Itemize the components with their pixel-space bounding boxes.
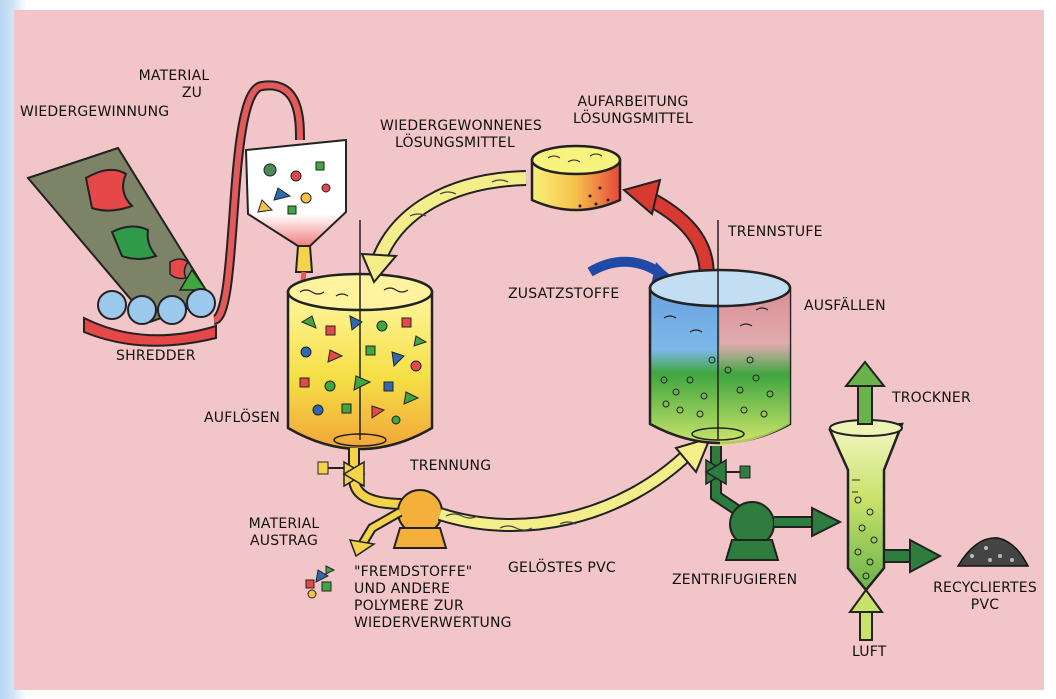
precipitation-tank [650, 220, 790, 446]
label-line: RECYCLIERTES [930, 580, 1040, 597]
label-line: POLYMERE ZUR [354, 598, 512, 615]
label-fremdstoffe: "FREMDSTOFFE" UND ANDERE POLYMERE ZUR WI… [354, 564, 512, 632]
label-shredder: SHREDDER [116, 348, 196, 365]
fremdstoffe-pieces [306, 566, 334, 598]
label-line: WIEDERGEWONNENES [380, 118, 530, 135]
label-zentrifugieren: ZENTRIFUGIEREN [672, 572, 797, 589]
label-aufarbeitung-loesungsmittel: AUFARBEITUNG LÖSUNGSMITTEL [568, 94, 698, 128]
label-wiedergewinnung: WIEDERGEWINNUNG [20, 104, 169, 121]
centrifuge [706, 446, 840, 560]
label-trockner: TROCKNER [892, 390, 971, 407]
label-zusatzstoffe: ZUSATZSTOFFE [508, 286, 619, 303]
label-line: ZU [150, 85, 234, 102]
label-line: WIEDERVERWERTUNG [354, 615, 512, 632]
label-wiedergewonnenes-loesungsmittel: WIEDERGEWONNENES LÖSUNGSMITTEL [380, 118, 530, 152]
label-ausfaellen: AUSFÄLLEN [804, 298, 886, 315]
label-trennung: TRENNUNG [410, 458, 491, 475]
label-trennstufe: TRENNSTUFE [728, 224, 823, 241]
solvent-processing-drum [532, 146, 620, 210]
label-line: LÖSUNGSMITTEL [380, 135, 530, 152]
label-line: AUFARBEITUNG [568, 94, 698, 111]
label-material-austrag: MATERIAL AUSTRAG [244, 516, 324, 550]
recycled-pvc-pile [958, 538, 1028, 566]
label-line: "FREMDSTOFFE" [354, 564, 512, 581]
label-material-zu-wiedergewinnung: MATERIAL ZU [114, 68, 234, 102]
hopper [246, 140, 346, 272]
label-line: UND ANDERE [354, 581, 512, 598]
label-aufloesen: AUFLÖSEN [204, 410, 280, 427]
label-line: LÖSUNGSMITTEL [568, 111, 698, 128]
drain-valve [318, 448, 404, 504]
label-recycliertes-pvc: RECYCLIERTES PVC [930, 580, 1040, 614]
label-luft: LUFT [852, 644, 887, 661]
shredder-machine [28, 148, 216, 346]
label-line: MATERIAL [244, 516, 324, 533]
label-line: MATERIAL [114, 68, 234, 85]
label-geloestes-pvc: GELÖSTES PVC [508, 560, 616, 577]
label-line: AUSTRAG [244, 533, 324, 550]
label-line: PVC [930, 597, 1040, 614]
